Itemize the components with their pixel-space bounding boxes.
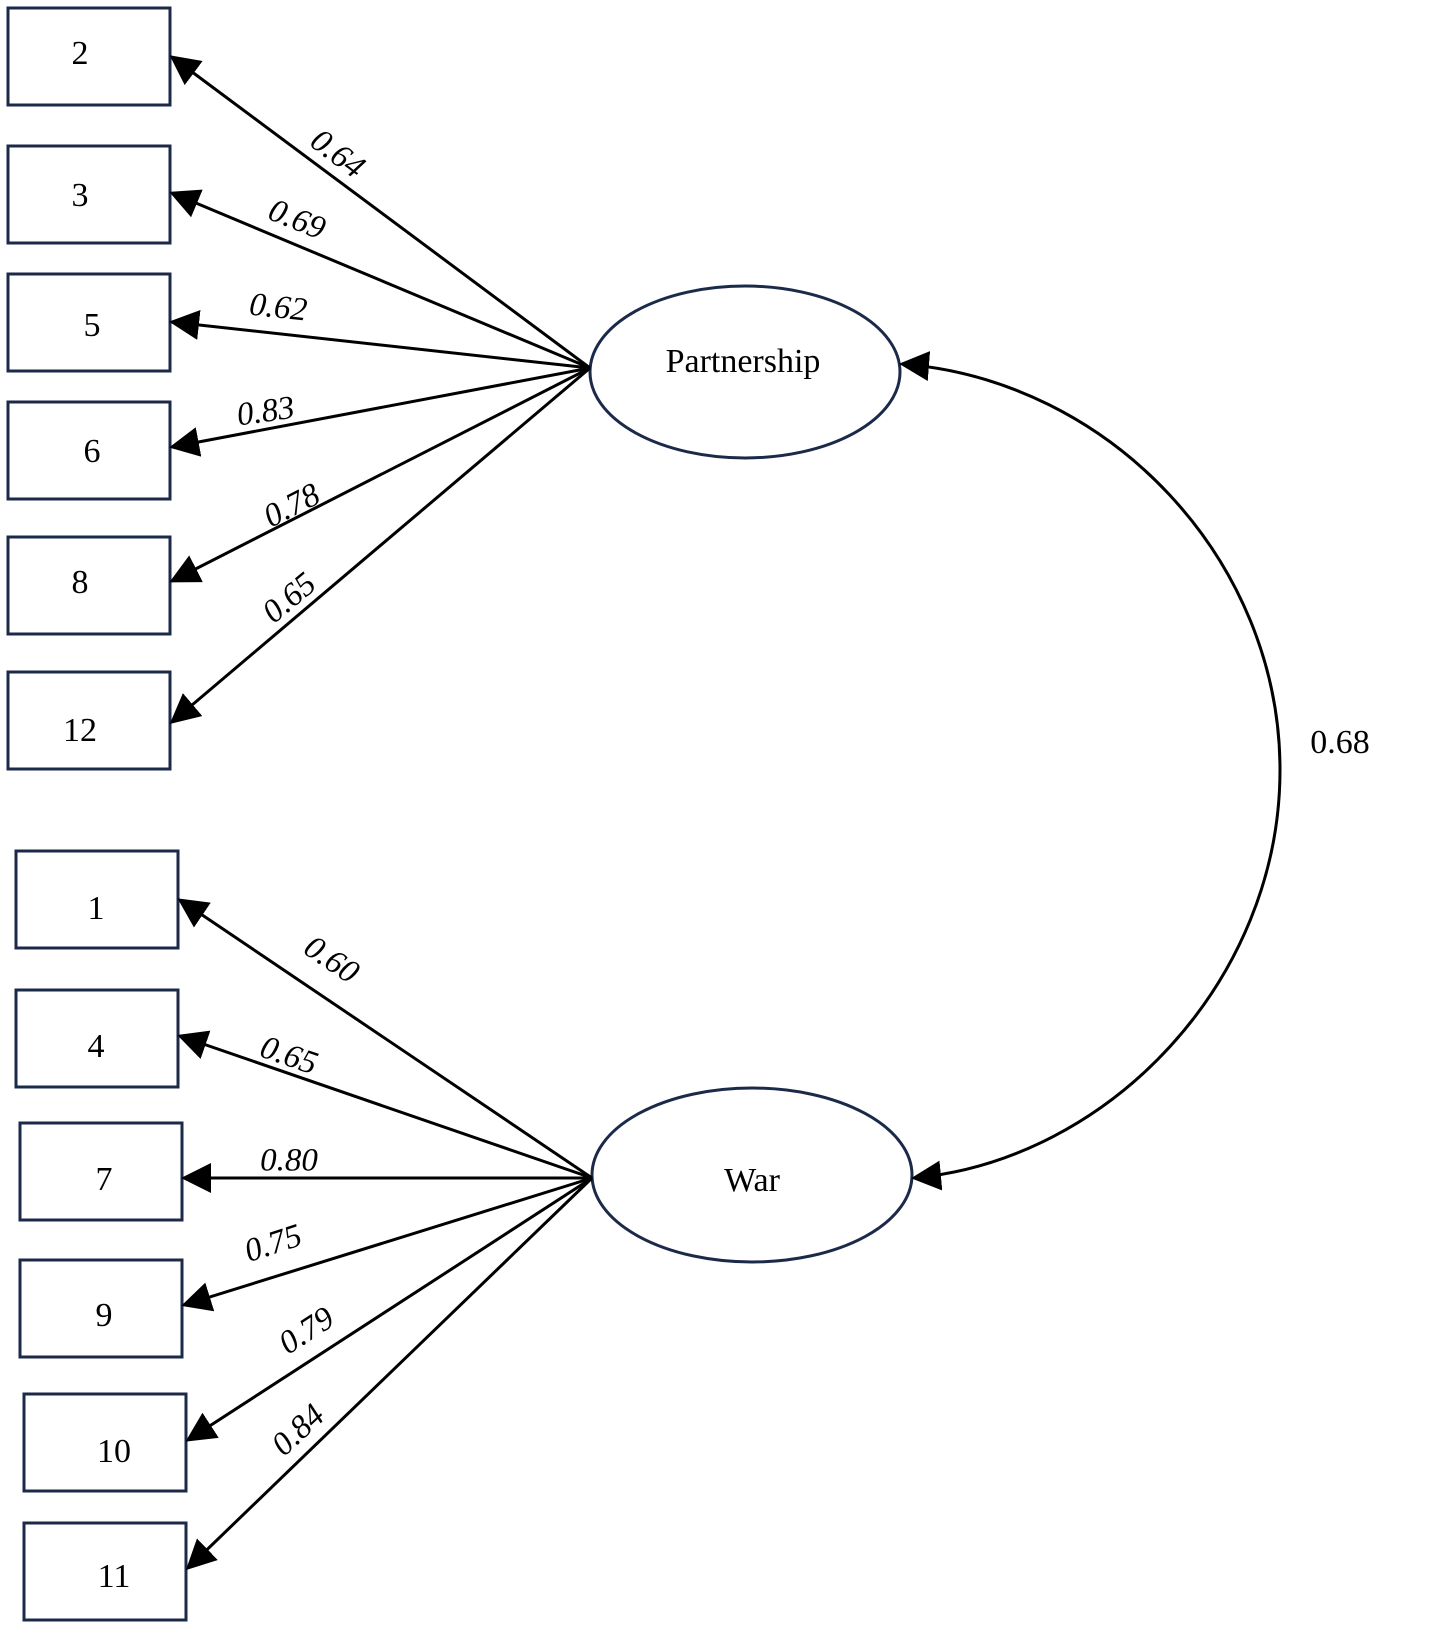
factor-partnership: Partnership xyxy=(588,284,902,460)
indicator-item-9: 9 0.75 xyxy=(18,1176,593,1359)
indicator-label: 2 xyxy=(72,35,89,72)
indicator-label: 8 xyxy=(72,564,89,601)
indicator-box xyxy=(6,272,172,373)
loading-label: 0.83 xyxy=(235,390,297,434)
loading-label: 0.75 xyxy=(240,1218,306,1270)
factor-correlation: 0.68 xyxy=(899,351,1370,1191)
indicator-label: 9 xyxy=(96,1297,113,1334)
loading-label: 0.60 xyxy=(297,929,365,991)
correlation-arc xyxy=(899,351,1282,771)
indicator-box xyxy=(6,535,172,636)
correlation-label: 0.68 xyxy=(1310,724,1370,761)
indicator-label: 5 xyxy=(84,307,101,344)
loading-label: 0.65 xyxy=(256,566,323,631)
indicators-partnership: 2 0.64 3 0.69 5 0.62 6 0.83 8 0.78 xyxy=(6,6,591,771)
loading-path xyxy=(169,366,591,724)
indicator-item-7: 7 0.80 xyxy=(18,1121,592,1222)
loading-label: 0.64 xyxy=(304,122,372,186)
indicator-label: 10 xyxy=(97,1433,131,1470)
loading-path xyxy=(177,1030,593,1180)
loading-path xyxy=(169,189,591,370)
indicator-box xyxy=(22,1392,188,1493)
loading-label: 0.80 xyxy=(260,1143,318,1179)
loading-label: 0.62 xyxy=(248,287,309,329)
indicator-item-8: 8 0.78 xyxy=(6,366,591,636)
indicator-box xyxy=(14,988,180,1089)
indicator-label: 12 xyxy=(63,712,97,749)
indicator-item-1: 1 0.60 xyxy=(14,849,593,1180)
indicator-box xyxy=(18,1121,184,1222)
indicator-item-5: 5 0.62 xyxy=(6,272,591,373)
indicator-box xyxy=(6,6,172,107)
factor-label: War xyxy=(724,1162,780,1199)
loading-label: 0.79 xyxy=(273,1300,341,1362)
loading-label: 0.69 xyxy=(263,192,330,247)
loading-path xyxy=(185,1176,594,1571)
loading-path xyxy=(169,310,591,370)
indicator-label: 11 xyxy=(98,1558,131,1595)
indicator-label: 3 xyxy=(72,177,89,214)
loading-path xyxy=(177,898,593,1180)
loading-label: 0.78 xyxy=(258,476,326,535)
indicators-war: 1 0.60 4 0.65 7 0.80 9 0.75 10 0.79 xyxy=(14,849,594,1622)
indicator-label: 1 xyxy=(88,890,105,927)
indicator-box xyxy=(6,144,172,245)
indicator-item-6: 6 0.83 xyxy=(6,366,591,501)
loading-label: 0.65 xyxy=(256,1029,322,1082)
indicator-label: 6 xyxy=(84,433,101,470)
loading-path xyxy=(185,1176,593,1442)
indicator-box xyxy=(6,670,172,771)
indicator-label: 4 xyxy=(88,1028,105,1065)
indicator-box xyxy=(18,1258,184,1359)
factor-label: Partnership xyxy=(666,343,821,380)
loading-path xyxy=(169,55,591,370)
loading-label: 0.84 xyxy=(265,1397,332,1463)
factor-war: War xyxy=(590,1086,914,1264)
indicator-box xyxy=(6,400,172,501)
loading-path xyxy=(169,366,591,457)
indicator-box xyxy=(14,849,180,950)
indicator-box xyxy=(22,1521,188,1622)
indicator-item-4: 4 0.65 xyxy=(14,988,593,1180)
indicator-label: 7 xyxy=(96,1161,113,1198)
correlation-arc xyxy=(911,769,1282,1191)
loading-path xyxy=(181,1176,593,1312)
loading-path xyxy=(169,366,591,583)
indicator-item-12: 12 0.65 xyxy=(6,366,591,771)
indicator-item-3: 3 0.69 xyxy=(6,144,591,370)
